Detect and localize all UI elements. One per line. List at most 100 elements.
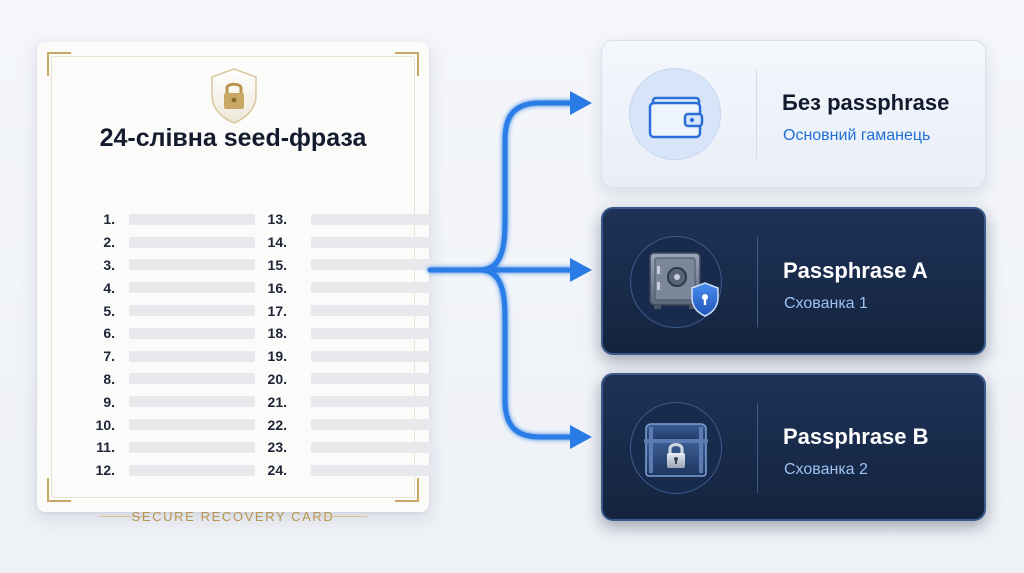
word-number: 3.: [103, 256, 115, 273]
word-blank-line: [129, 419, 255, 431]
word-number: 14.: [267, 234, 287, 251]
seed-word-row: 5.: [87, 299, 255, 322]
word-number: 7.: [103, 348, 115, 365]
seed-word-row: 7.: [87, 345, 255, 368]
word-blank-line: [129, 236, 255, 248]
word-blank-line: [129, 282, 255, 294]
word-number: 24.: [267, 462, 287, 479]
card-title: 24-слівна seed-фраза: [99, 124, 367, 152]
locked-chest-icon: [644, 423, 708, 477]
word-number: 2.: [103, 234, 115, 251]
wallet-title: Без passphrase: [782, 90, 950, 115]
word-blank-line: [129, 464, 255, 476]
seed-word-column-right: 13. 14. 15. 16. 17. 18. 19. 20. 21. 22. …: [259, 208, 432, 482]
card-corner-ornament: [395, 52, 419, 76]
arrow-head-middle: [570, 258, 592, 282]
word-number: 10.: [95, 416, 115, 433]
connector-branch-top: [477, 100, 575, 273]
word-blank-line: [311, 305, 432, 317]
word-number: 12.: [95, 462, 115, 479]
shield-lock-icon: [211, 68, 257, 124]
footer-rule-left: [99, 516, 144, 517]
word-number: 23.: [267, 439, 287, 456]
wallet-title: Passphrase B: [783, 424, 929, 449]
wallet-box-passphrase-a: Passphrase A Схованка 1: [601, 207, 986, 355]
word-number: 1.: [103, 211, 115, 228]
seed-word-row: 24.: [259, 459, 432, 482]
word-blank-line: [311, 259, 432, 271]
seed-word-row: 3.: [87, 254, 255, 277]
wallet-icon-circle: [629, 68, 721, 160]
word-number: 21.: [267, 393, 287, 410]
word-number: 4.: [103, 279, 115, 296]
seed-word-row: 19.: [259, 345, 432, 368]
connector-branch-bottom: [477, 267, 575, 440]
word-blank-line: [129, 305, 255, 317]
seed-word-row: 11.: [87, 436, 255, 459]
seed-recovery-card: 24-слівна seed-фраза 1. 2. 3. 4. 5. 6. 7…: [37, 42, 432, 524]
seed-word-row: 14.: [259, 231, 432, 254]
word-number: 17.: [267, 302, 287, 319]
word-number: 11.: [96, 439, 115, 456]
seed-word-row: 18.: [259, 322, 432, 345]
word-number: 20.: [267, 370, 287, 387]
wallet-box-passphrase-b: Passphrase B Схованка 2: [601, 373, 986, 521]
word-blank-line: [311, 327, 432, 339]
word-blank-line: [311, 213, 432, 225]
arrow-head-bottom: [570, 425, 592, 449]
safe-with-shield-icon: [649, 252, 719, 317]
seed-word-row: 17.: [259, 299, 432, 322]
word-number: 22.: [267, 416, 287, 433]
word-blank-line: [311, 441, 432, 453]
chest-icon-circle: [630, 402, 722, 494]
seed-word-column-left: 1. 2. 3. 4. 5. 6. 7. 8. 9. 10. 11. 12.: [87, 208, 255, 482]
word-blank-line: [311, 396, 432, 408]
word-number: 18.: [267, 325, 287, 342]
wallet-subtitle: Схованка 1: [784, 295, 868, 312]
word-number: 5.: [103, 302, 115, 319]
card-corner-ornament: [395, 478, 419, 502]
word-blank-line: [311, 350, 432, 362]
word-blank-line: [129, 396, 255, 408]
seed-word-row: 16.: [259, 276, 432, 299]
word-blank-line: [311, 419, 432, 431]
wallet-subtitle: Основний гаманець: [783, 127, 931, 144]
word-blank-line: [129, 327, 255, 339]
seed-word-row: 21.: [259, 390, 432, 413]
word-number: 8.: [103, 370, 115, 387]
word-blank-line: [311, 464, 432, 476]
seed-word-row: 2.: [87, 231, 255, 254]
word-number: 13.: [267, 211, 287, 228]
word-blank-line: [129, 441, 255, 453]
seed-word-row: 22.: [259, 413, 432, 436]
wallet-subtitle: Схованка 2: [784, 461, 868, 478]
word-blank-line: [129, 350, 255, 362]
word-blank-line: [129, 213, 255, 225]
seed-word-row: 9.: [87, 390, 255, 413]
card-footer-label: SECURE RECOVERY CARD: [131, 509, 335, 524]
wallet-box-no-passphrase: Без passphrase Основний гаманець: [601, 40, 986, 188]
seed-word-row: 23.: [259, 436, 432, 459]
word-number: 6.: [103, 325, 115, 342]
wallet-title: Passphrase A: [783, 258, 928, 283]
word-number: 16.: [267, 279, 287, 296]
word-blank-line: [311, 236, 432, 248]
card-inner-frame: [51, 56, 415, 498]
seed-word-row: 12.: [87, 459, 255, 482]
seed-word-row: 10.: [87, 413, 255, 436]
footer-rule-right: [322, 516, 367, 517]
box-divider: [757, 403, 758, 493]
card-corner-ornament: [47, 52, 71, 76]
seed-word-row: 20.: [259, 368, 432, 391]
word-blank-line: [129, 259, 255, 271]
seed-word-row: 8.: [87, 368, 255, 391]
word-blank-line: [129, 373, 255, 385]
seed-word-row: 6.: [87, 322, 255, 345]
word-number: 15.: [267, 256, 287, 273]
seed-word-row: 1.: [87, 208, 255, 231]
box-divider: [756, 69, 757, 159]
seed-word-row: 4.: [87, 276, 255, 299]
card-corner-ornament: [47, 478, 71, 502]
word-number: 9.: [103, 393, 115, 410]
